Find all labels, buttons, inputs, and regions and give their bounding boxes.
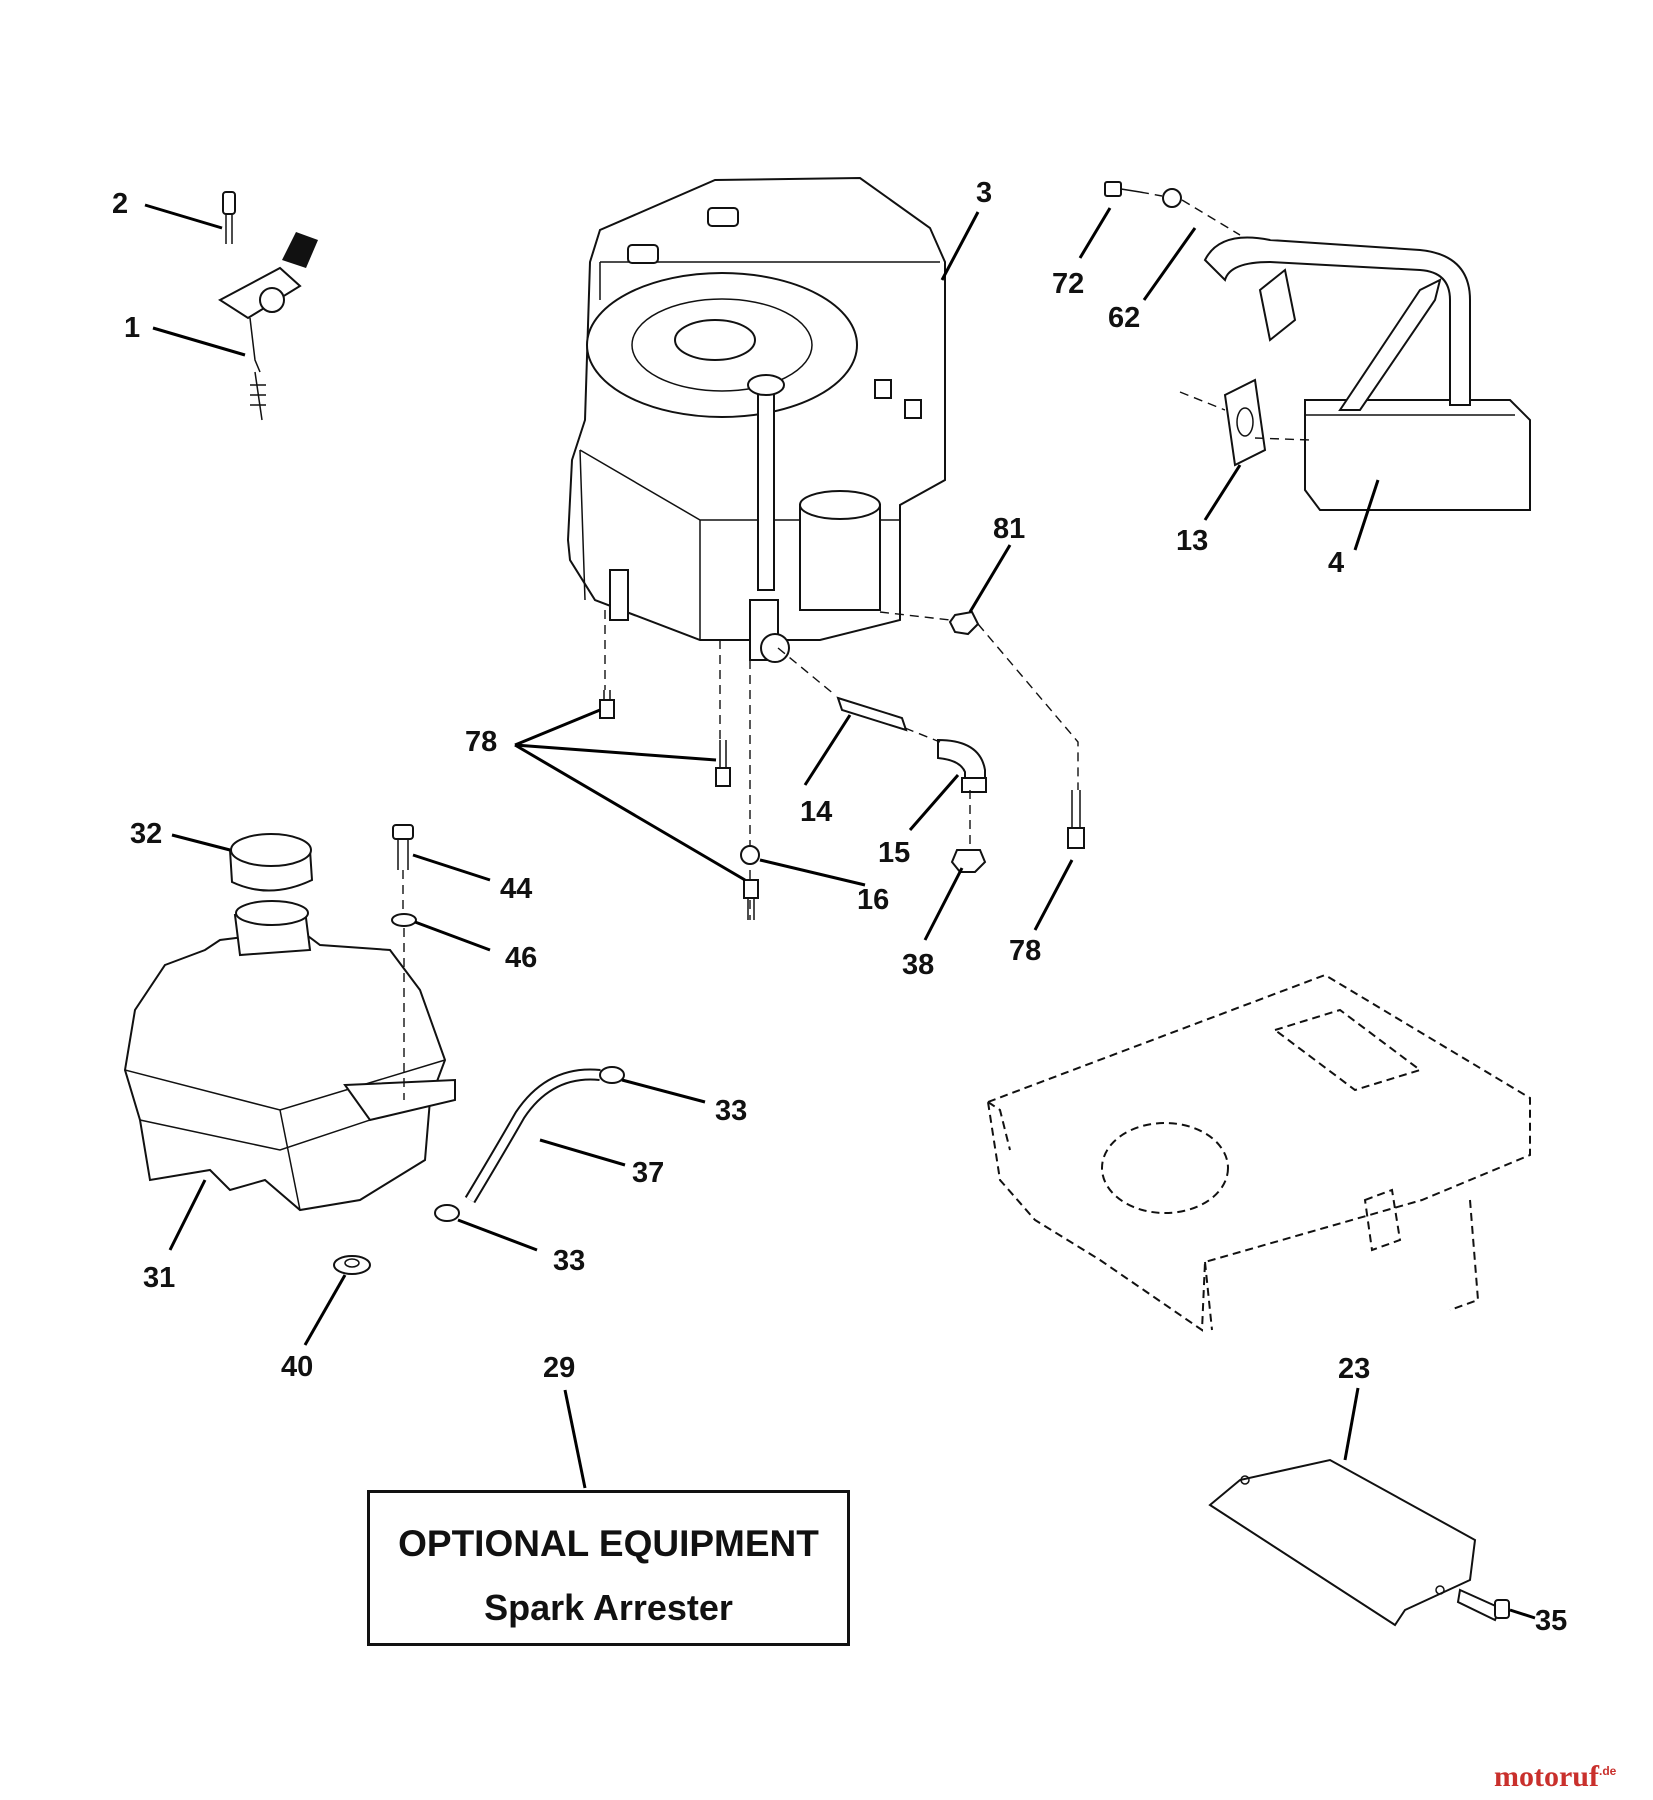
callout-62: 62 <box>1108 302 1140 334</box>
callout-31: 31 <box>143 1262 175 1294</box>
callout-23: 23 <box>1338 1353 1370 1385</box>
tractor-frame <box>986 973 1531 1332</box>
callout-13: 13 <box>1176 525 1208 557</box>
callout-32: 32 <box>130 818 162 850</box>
watermark-logo: motoruf.de <box>1494 1760 1616 1794</box>
callout-33-lower: 33 <box>553 1245 585 1277</box>
fuel-line <box>434 1066 625 1222</box>
callout-81: 81 <box>993 513 1025 545</box>
watermark-brand: motoruf <box>1494 1760 1599 1793</box>
fuel-tank <box>123 824 456 1275</box>
callout-4: 4 <box>1328 547 1344 579</box>
heat-shield <box>1208 1458 1510 1627</box>
optional-equipment-box: OPTIONAL EQUIPMENT Spark Arrester <box>367 1490 850 1646</box>
callout-35: 35 <box>1535 1605 1567 1637</box>
watermark-suffix: .de <box>1598 1764 1617 1778</box>
callout-1: 1 <box>124 312 140 344</box>
leader-lines <box>144 203 1536 1620</box>
callout-78-lower: 78 <box>1009 935 1041 967</box>
callout-labels: 2 1 3 72 62 13 4 81 78 14 15 16 38 78 32… <box>112 177 1567 1637</box>
throttle-control <box>218 191 318 421</box>
callout-16: 16 <box>857 884 889 916</box>
callout-14: 14 <box>800 796 832 828</box>
callout-29: 29 <box>543 1352 575 1384</box>
callout-44: 44 <box>500 873 532 905</box>
spark-arrester-label: Spark Arrester <box>484 1587 733 1628</box>
callout-33-upper: 33 <box>715 1095 747 1127</box>
callout-3: 3 <box>976 177 992 209</box>
callout-46: 46 <box>505 942 537 974</box>
mounting-hardware <box>599 610 1085 920</box>
callout-78-upper: 78 <box>465 726 497 758</box>
optional-equipment-title: OPTIONAL EQUIPMENT <box>398 1523 819 1564</box>
callout-40: 40 <box>281 1351 313 1383</box>
engine <box>566 176 946 920</box>
muffler-assembly <box>1104 181 1531 511</box>
callout-15: 15 <box>878 837 910 869</box>
callout-38: 38 <box>902 949 934 981</box>
callout-72: 72 <box>1052 268 1084 300</box>
callout-2: 2 <box>112 188 128 220</box>
callout-37: 37 <box>632 1157 664 1189</box>
